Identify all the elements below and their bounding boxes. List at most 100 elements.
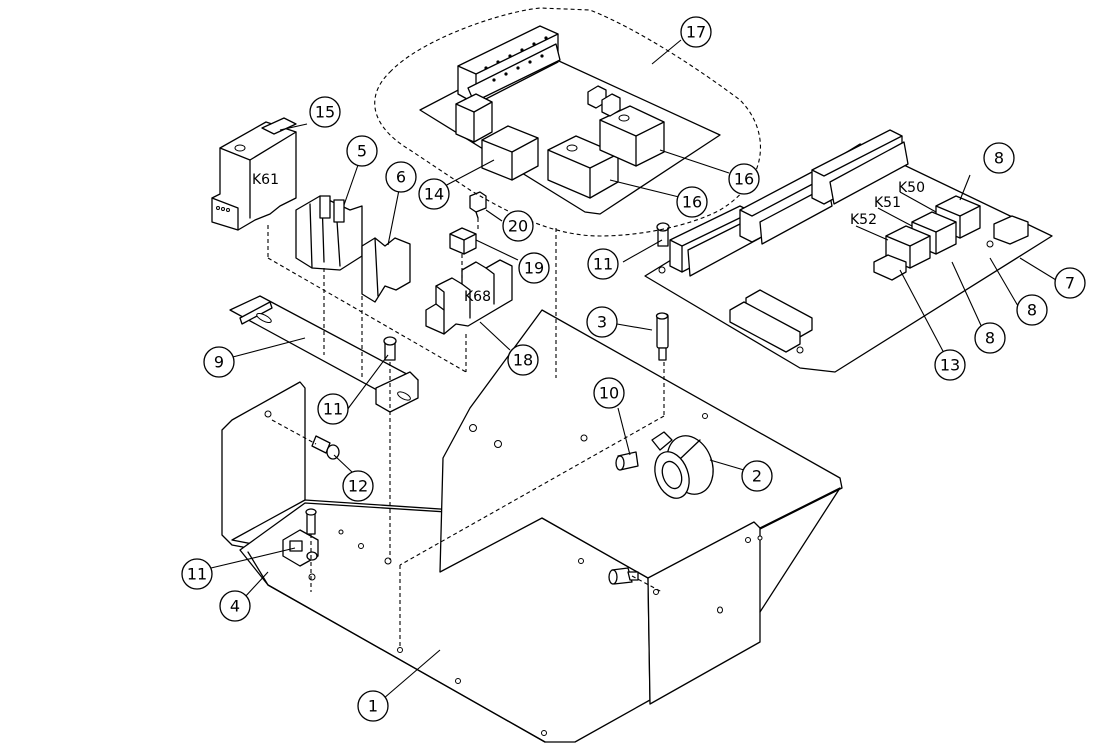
label-k52: K52 [850, 212, 877, 228]
callout-number: 8 [1027, 301, 1037, 320]
callout-13: 13 [934, 349, 966, 381]
pcb-part-17 [419, 25, 721, 215]
callout-16: 16 [728, 163, 760, 195]
callout-19: 19 [518, 252, 550, 284]
callout-number: 9 [214, 353, 224, 372]
callout-number: 7 [1065, 274, 1075, 293]
small-relay-part-19 [449, 227, 477, 255]
callout-8: 8 [974, 322, 1006, 354]
callout-circle [219, 590, 251, 622]
label-k68: K68 [464, 289, 491, 305]
pcb-part-7 [644, 129, 1053, 373]
callout-8: 8 [983, 142, 1015, 174]
callout-number: 16 [734, 170, 754, 189]
callout-6: 6 [385, 161, 417, 193]
chassis-base-plate [221, 309, 843, 743]
callout-number: 11 [593, 255, 613, 274]
relay-socket-k68-part-18 [425, 259, 513, 335]
callout-20: 20 [502, 210, 534, 242]
callout-number: 10 [599, 384, 619, 403]
callout-circle [418, 178, 450, 210]
callout-number: 8 [994, 149, 1004, 168]
label-k51: K51 [874, 195, 901, 211]
callout-circle [728, 163, 760, 195]
callout-16: 16 [676, 186, 708, 218]
callout-number: 18 [513, 351, 533, 370]
callout-number: 4 [230, 597, 240, 616]
callout-15: 15 [309, 96, 341, 128]
callout-circle [680, 16, 712, 48]
screw-part-12 [311, 435, 340, 460]
callout-number: 11 [187, 565, 207, 584]
callout-number: 2 [752, 467, 762, 486]
callout-circle [181, 558, 213, 590]
callout-circle [317, 393, 349, 425]
screw-part-11-pcb [656, 222, 670, 247]
callout-11: 11 [181, 558, 213, 590]
callout-2: 2 [741, 460, 773, 492]
callout-circle [593, 377, 625, 409]
label-k61: K61 [252, 172, 279, 188]
terminal-block-part-5 [295, 195, 363, 271]
leader-lines [210, 39, 1057, 706]
callout-circle [974, 322, 1006, 354]
callout-circle [1016, 294, 1048, 326]
callout-number: 13 [940, 356, 960, 375]
callout-circle [983, 142, 1015, 174]
callout-circle [203, 346, 235, 378]
callout-4: 4 [219, 590, 251, 622]
round-component-part-2 [651, 431, 714, 499]
callout-number: 3 [597, 313, 607, 332]
callout-number: 1 [368, 697, 378, 716]
callout-circle [309, 96, 341, 128]
callout-circle [507, 344, 539, 376]
callout-11: 11 [317, 393, 349, 425]
dashed-assembly-lines [267, 7, 761, 648]
callout-circle [518, 252, 550, 284]
label-k50: K50 [898, 180, 925, 196]
callout-12: 12 [342, 470, 374, 502]
diode-part-20 [469, 191, 487, 219]
screw-part-11-rail [383, 336, 397, 361]
callout-number: 8 [985, 329, 995, 348]
end-clamp-part-6 [361, 237, 411, 303]
callout-circle [342, 470, 374, 502]
callout-number: 11 [323, 400, 343, 419]
callout-circle [676, 186, 708, 218]
screw-right-wall [608, 567, 639, 585]
callout-17: 17 [680, 16, 712, 48]
callout-circle [741, 460, 773, 492]
callout-number: 6 [396, 168, 406, 187]
callout-circle [586, 306, 618, 338]
callout-circle [357, 690, 389, 722]
callout-5: 5 [346, 135, 378, 167]
callout-7: 7 [1054, 267, 1086, 299]
callout-9: 9 [203, 346, 235, 378]
callout-14: 14 [418, 178, 450, 210]
callout-circle [587, 248, 619, 280]
callout-18: 18 [507, 344, 539, 376]
callout-1: 1 [357, 690, 389, 722]
callout-circle [934, 349, 966, 381]
callout-number: 19 [524, 259, 544, 278]
callout-number: 17 [686, 23, 706, 42]
spacer-part-3 [655, 312, 669, 361]
callout-3: 3 [586, 306, 618, 338]
callout-number: 14 [424, 185, 444, 204]
callout-number: 20 [508, 217, 528, 236]
callout-circle [385, 161, 417, 193]
callout-10: 10 [593, 377, 625, 409]
callout-number: 16 [682, 193, 702, 212]
callout-circle [346, 135, 378, 167]
bracket-part-4 [282, 508, 319, 567]
screw-part-10 [615, 451, 639, 471]
callout-number: 12 [348, 477, 368, 496]
callout-11: 11 [587, 248, 619, 280]
callout-circle [1054, 267, 1086, 299]
callout-8: 8 [1016, 294, 1048, 326]
callout-number: 5 [357, 142, 367, 161]
callout-circle [502, 210, 534, 242]
callout-number: 15 [315, 103, 335, 122]
